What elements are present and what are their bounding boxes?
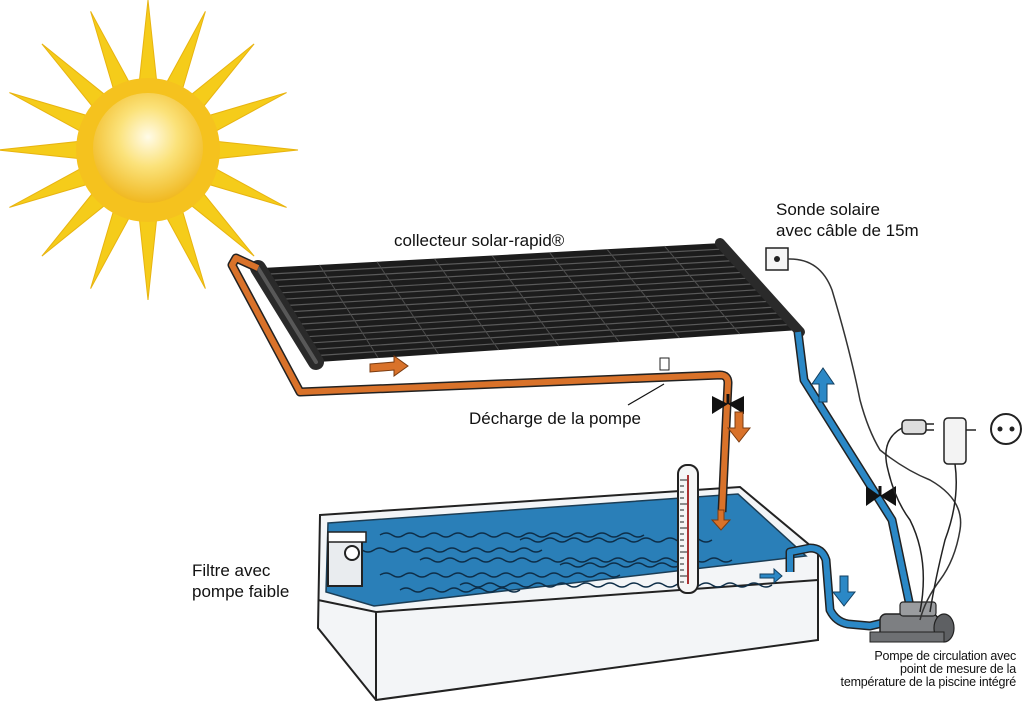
sun-ray xyxy=(138,0,158,84)
sensor-box-icon xyxy=(765,247,789,271)
sun-ray xyxy=(90,208,132,289)
water-wave xyxy=(459,582,773,588)
sensor-cable xyxy=(787,258,962,621)
power-cable xyxy=(929,463,957,613)
sun-ray xyxy=(206,166,287,208)
sun-ray xyxy=(164,11,206,92)
water-wave xyxy=(559,562,681,568)
collector-rib xyxy=(491,255,560,347)
sensor-label-line2: avec câble de 15m xyxy=(776,221,919,240)
sun-ray xyxy=(9,166,90,208)
flow-arrow-icon xyxy=(759,567,783,585)
sensor-label-line1: Sonde solaire xyxy=(776,200,880,219)
filter-label-line1: Filtre avec xyxy=(192,561,271,580)
discharge-label: Décharge de la pompe xyxy=(469,409,642,428)
water-wave xyxy=(379,532,645,538)
cold-pipe xyxy=(785,331,917,631)
flow-arrow-icon xyxy=(811,367,835,403)
pump-label: Pompe de circulation avec point de mesur… xyxy=(840,649,1017,689)
plug-icon xyxy=(901,419,934,435)
flow-arrow-icon xyxy=(831,575,857,607)
thermometer-icon xyxy=(677,464,699,594)
collector-rib xyxy=(549,252,620,343)
sun-ray xyxy=(41,43,108,110)
flow-arrow-icon xyxy=(369,355,409,377)
sun-ray xyxy=(138,216,158,301)
pump-label-line1: Pompe de circulation avec xyxy=(874,649,1016,663)
power-cable xyxy=(885,427,925,613)
collector-label: collecteur solar-rapid® xyxy=(394,231,565,250)
filter-label: Filtre avec pompe faible xyxy=(192,560,289,602)
collector-rib xyxy=(319,264,379,359)
sun-ray xyxy=(41,190,108,257)
filter-label-line2: pompe faible xyxy=(192,582,290,601)
flow-arrow-icon xyxy=(726,411,752,443)
collector-rib xyxy=(376,261,439,355)
discharge-leader-line xyxy=(627,383,665,406)
sun-icon xyxy=(0,0,299,301)
collector-rib xyxy=(606,248,680,339)
collector-rib xyxy=(664,245,741,335)
water-wave xyxy=(379,572,621,578)
solar-collector-icon xyxy=(250,238,805,370)
sun-ray xyxy=(164,208,206,289)
valve-icon xyxy=(866,486,896,506)
pump-label-line2: point de mesure de la xyxy=(899,662,1016,676)
sun-ray xyxy=(188,190,255,257)
sun-ray xyxy=(188,43,255,110)
circulation-pump-icon xyxy=(869,601,955,643)
pool xyxy=(316,485,819,701)
hot-pipe xyxy=(227,253,733,513)
sun-ray xyxy=(214,140,299,160)
sun-ray xyxy=(90,11,132,92)
flow-arrow-icon xyxy=(710,509,732,531)
power-adapter-icon xyxy=(943,417,976,465)
pump-label-line3: température de la piscine intégré xyxy=(840,675,1017,689)
sensor-label: Sonde solaire avec câble de 15m xyxy=(776,199,919,241)
wall-socket-icon xyxy=(990,413,1022,445)
sun-ray xyxy=(0,140,82,160)
valve-icon xyxy=(712,394,744,414)
filter-pump-icon xyxy=(327,531,367,587)
sun-ray xyxy=(206,92,287,134)
collector-rib xyxy=(434,258,500,351)
sun-ray xyxy=(9,92,90,134)
water-wave xyxy=(399,587,521,593)
water-wave xyxy=(349,547,543,553)
